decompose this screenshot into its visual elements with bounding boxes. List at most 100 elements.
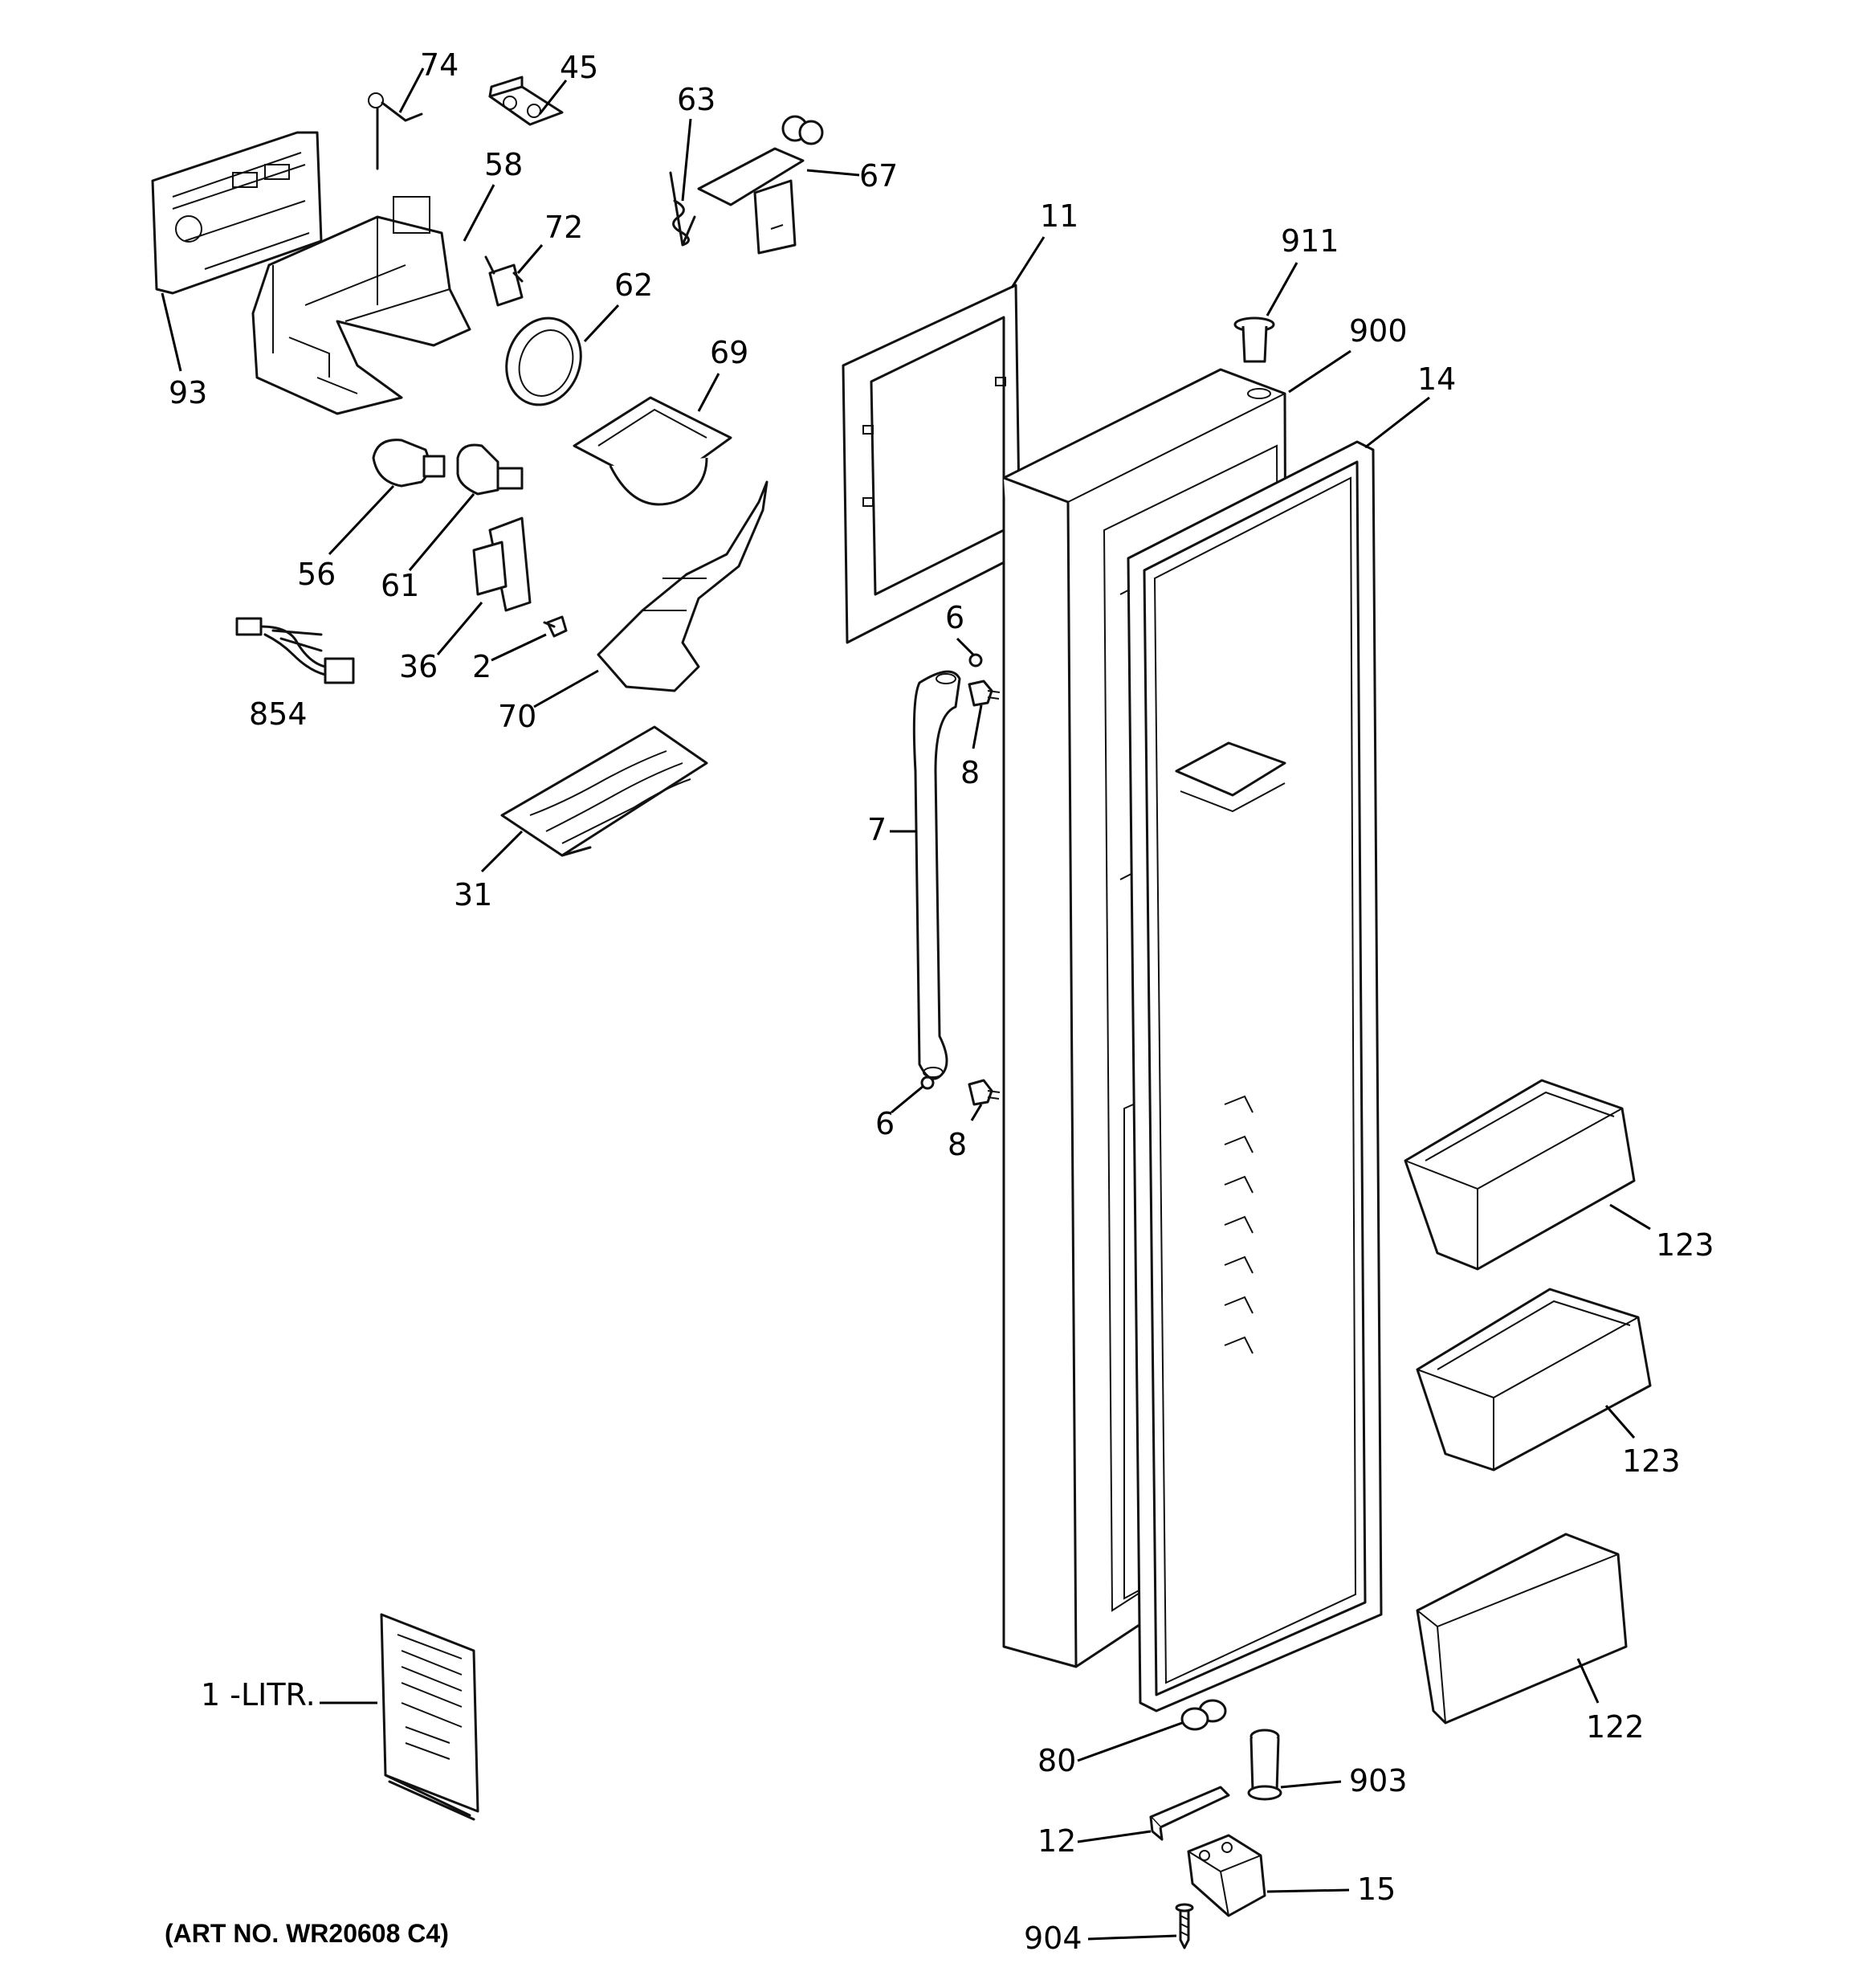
part-6-bottom-screw — [920, 1076, 935, 1090]
leader-56 — [328, 484, 395, 556]
callout-122: 122 — [1586, 1709, 1645, 1745]
callout-72: 72 — [544, 210, 583, 245]
part-74-spring — [368, 92, 423, 170]
leader-123-bottom — [1604, 1405, 1636, 1439]
callout-31: 31 — [454, 877, 492, 912]
part-67-actuator — [697, 115, 824, 255]
callout-56: 56 — [297, 557, 336, 592]
leader-900 — [1288, 349, 1351, 394]
leader-74 — [398, 67, 425, 113]
door-shelf-clips — [1224, 1095, 1254, 1354]
leader-62 — [583, 304, 620, 343]
callout-123-top: 123 — [1656, 1227, 1714, 1263]
callout-8-top: 8 — [960, 755, 980, 790]
leader-45 — [538, 80, 568, 115]
leader-12 — [1077, 1830, 1152, 1843]
leader-93 — [161, 292, 182, 372]
part-122-dairy-bin — [1416, 1533, 1628, 1725]
leader-911 — [1266, 262, 1298, 316]
callout-12: 12 — [1037, 1823, 1076, 1859]
part-80-roller — [1180, 1699, 1227, 1731]
part-69-funnel — [573, 396, 732, 506]
leader-80 — [1077, 1721, 1183, 1762]
leader-2 — [491, 633, 547, 662]
callout-58: 58 — [484, 147, 523, 182]
part-854-wire-harness — [235, 617, 355, 684]
leader-8-bottom — [970, 1104, 983, 1121]
leader-15 — [1266, 1888, 1350, 1893]
callout-7: 7 — [867, 812, 887, 847]
part-31-drip-tray — [500, 725, 708, 857]
part-58-dispenser-housing — [251, 196, 471, 415]
part-8-top-stud — [968, 680, 1001, 707]
leader-904 — [1087, 1934, 1177, 1941]
leader-36 — [436, 602, 483, 655]
leader-63 — [681, 118, 692, 202]
leader-70 — [533, 669, 599, 708]
part-8-bottom-stud — [968, 1079, 1001, 1106]
leader-58 — [463, 184, 495, 242]
callout-70: 70 — [498, 699, 536, 734]
callout-911: 911 — [1281, 223, 1339, 259]
part-911-plug — [1233, 316, 1275, 363]
leader-8-top — [972, 704, 983, 749]
callout-80: 80 — [1037, 1743, 1076, 1778]
callout-8-bottom: 8 — [948, 1127, 967, 1162]
part-903-bushing — [1247, 1729, 1282, 1801]
callout-74: 74 — [420, 47, 459, 83]
leader-903 — [1280, 1780, 1342, 1789]
leader-69 — [697, 373, 720, 412]
callout-6-bottom: 6 — [875, 1106, 895, 1141]
callout-36: 36 — [399, 649, 438, 684]
leader-123-top — [1609, 1203, 1651, 1231]
callout-63: 63 — [677, 82, 715, 117]
part-7-handle — [912, 670, 961, 1080]
part-12-hinge-bracket — [1149, 1786, 1230, 1841]
part-123-top-door-bin — [1404, 1079, 1636, 1271]
part-123-bottom-door-bin — [1416, 1288, 1652, 1472]
callout-69: 69 — [710, 335, 748, 370]
callout-900: 900 — [1349, 313, 1408, 349]
part-62-ring — [505, 316, 582, 406]
part-904-screw — [1175, 1903, 1194, 1949]
leader-31 — [480, 830, 524, 873]
part-15-lower-hinge — [1187, 1834, 1266, 1917]
callout-2: 2 — [472, 649, 491, 684]
part-1-litr-booklet — [380, 1613, 479, 1821]
leader-lines — [161, 67, 1651, 1941]
part-70-chute — [597, 480, 768, 692]
part-63-spring — [669, 171, 696, 247]
part-45-bracket — [488, 76, 564, 126]
callout-61: 61 — [381, 568, 419, 603]
part-56-light-bulb — [372, 439, 446, 488]
part-6-top-screw — [968, 653, 983, 667]
part-14-gasket — [1127, 440, 1383, 1712]
callout-93: 93 — [169, 375, 207, 410]
callout-854: 854 — [249, 696, 308, 732]
callout-67: 67 — [859, 158, 898, 194]
leader-11 — [1010, 236, 1046, 288]
part-61-socket — [456, 443, 524, 496]
callout-14: 14 — [1417, 361, 1456, 397]
leader-14 — [1364, 396, 1430, 449]
callout-904: 904 — [1024, 1921, 1082, 1956]
callout-labels: 74 45 63 67 58 72 62 69 93 56 61 36 2 85… — [165, 47, 1714, 1956]
leader-61 — [408, 493, 475, 571]
part-72-switch — [484, 255, 524, 307]
leader-6-bottom — [891, 1084, 924, 1114]
part-36-bracket — [472, 516, 532, 612]
callout-1-litr: 1 -LITR. — [201, 1677, 316, 1712]
art-number: (ART NO. WR20608 C4) — [165, 1919, 449, 1948]
callout-6-top: 6 — [945, 600, 964, 635]
leader-67 — [806, 169, 860, 177]
leader-72 — [516, 244, 544, 274]
callout-62: 62 — [614, 267, 653, 303]
callout-903: 903 — [1349, 1763, 1408, 1798]
part-2-screw — [543, 615, 568, 638]
part-11-frame — [842, 284, 1021, 644]
leader-122 — [1576, 1658, 1600, 1704]
callout-45: 45 — [560, 50, 598, 85]
leader-6-top — [956, 637, 975, 656]
callout-15: 15 — [1357, 1872, 1396, 1907]
